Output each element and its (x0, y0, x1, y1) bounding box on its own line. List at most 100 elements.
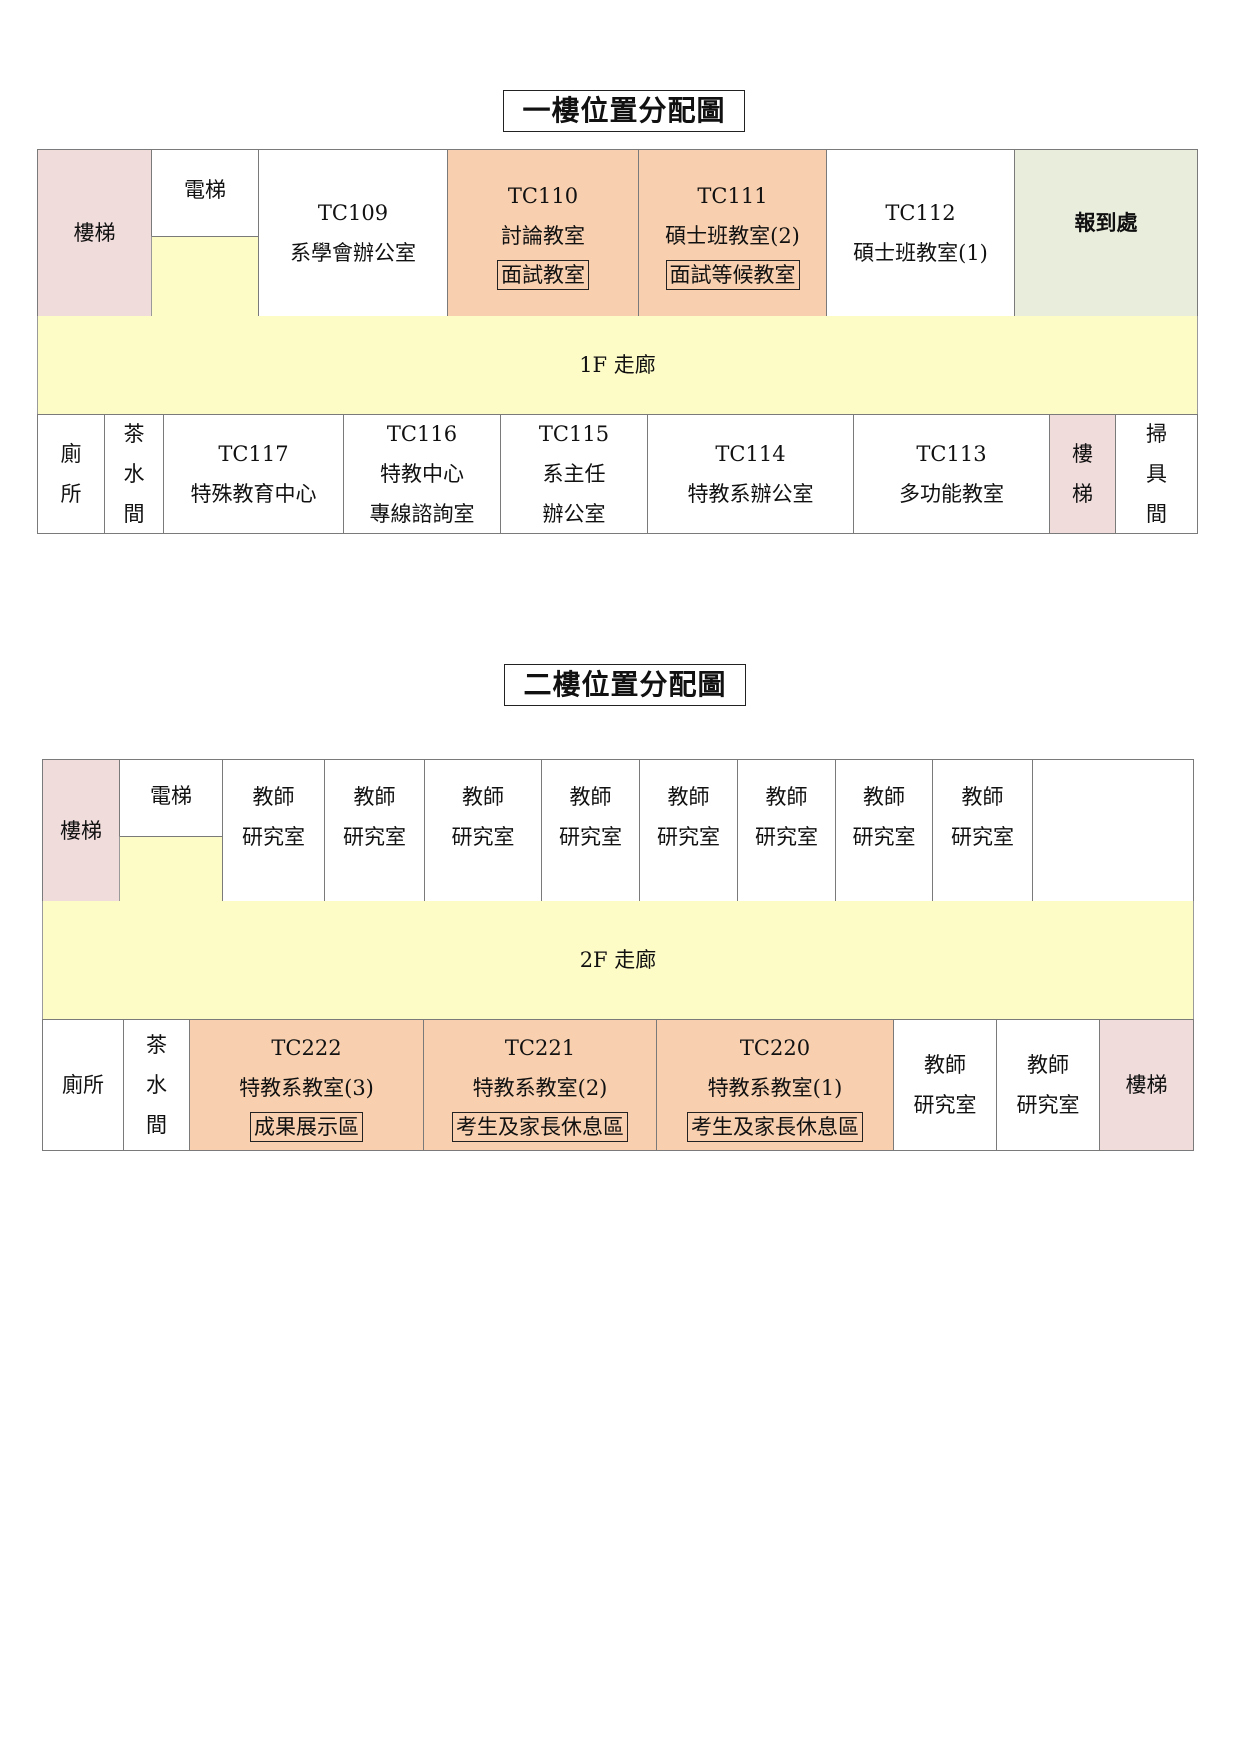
faculty-line2: 研究室 (451, 824, 515, 849)
room-tc113: TC113 多功能教室 (853, 414, 1050, 534)
room-name-line2: 專線諮詢室 (369, 502, 475, 526)
room-name: 特教系教室(1) (707, 1076, 843, 1100)
elevator-label: 電梯 (150, 784, 192, 808)
room-tc111: TC111 碩士班教室(2) 面試等候教室 (638, 149, 827, 317)
faculty-line1: 教師 (961, 784, 1004, 809)
tea-room-char: 水 (146, 1073, 167, 1097)
floor1-storage: 掃 具 間 (1115, 414, 1198, 534)
floor1-corridor: 1F 走廊 (37, 316, 1198, 415)
floor2-restroom: 廁所 (42, 1019, 124, 1151)
storage-char: 掃 (1146, 422, 1167, 446)
room-name: 多功能教室 (899, 482, 1004, 506)
faculty-line1: 教師 (462, 784, 504, 809)
faculty-line1: 教師 (353, 784, 396, 809)
faculty-office: 教師 研究室 (222, 759, 325, 902)
room-name-line2: 辦公室 (542, 502, 606, 526)
checkin-desk: 報到處 (1014, 149, 1198, 317)
faculty-office: 教師 研究室 (737, 759, 836, 902)
faculty-line2: 研究室 (1016, 1093, 1080, 1117)
room-tc114: TC114 特教系辦公室 (647, 414, 854, 534)
room-tc110: TC110 討論教室 面試教室 (447, 149, 639, 317)
floor1-stairs-right: 樓 梯 (1049, 414, 1116, 534)
stairs-label: 樓梯 (1125, 1073, 1168, 1097)
room-tc112: TC112 碩士班教室(1) (826, 149, 1015, 317)
faculty-office: 教師 研究室 (424, 759, 542, 902)
room-code: TC110 (507, 184, 579, 208)
restroom-char: 所 (60, 482, 82, 506)
tea-room-char: 間 (123, 502, 145, 526)
faculty-office: 教師 研究室 (835, 759, 933, 902)
faculty-line1: 教師 (1027, 1053, 1069, 1077)
room-note: 面試教室 (497, 260, 589, 290)
room-code: TC222 (271, 1036, 342, 1060)
faculty-office: 教師 研究室 (893, 1019, 997, 1151)
tea-room-char: 間 (146, 1113, 167, 1137)
faculty-line1: 教師 (924, 1053, 966, 1077)
tea-room-char: 茶 (146, 1033, 167, 1057)
faculty-line2: 研究室 (913, 1093, 977, 1117)
floor2-stairs-right: 樓梯 (1099, 1019, 1194, 1151)
faculty-line1: 教師 (667, 784, 710, 809)
room-name: 特教系教室(2) (472, 1076, 608, 1100)
room-name: 特教系教室(3) (239, 1076, 374, 1100)
room-name: 系學會辦公室 (290, 241, 416, 265)
room-code: TC116 (386, 422, 458, 446)
stairs-char: 樓 (1072, 442, 1093, 466)
room-code: TC112 (885, 201, 956, 225)
room-tc221: TC221 特教系教室(2) 考生及家長休息區 (423, 1019, 657, 1151)
faculty-line2: 研究室 (951, 824, 1014, 849)
tea-room-char: 茶 (123, 422, 145, 446)
floor2-empty-room (1032, 759, 1194, 902)
room-name: 碩士班教室(1) (853, 241, 988, 265)
faculty-office: 教師 研究室 (324, 759, 425, 902)
room-code: TC117 (218, 442, 289, 466)
faculty-line1: 教師 (765, 784, 808, 809)
floor1-elevator-lobby (151, 236, 259, 317)
storage-char: 間 (1146, 502, 1167, 526)
faculty-line2: 研究室 (559, 824, 622, 849)
floor1-elevator: 電梯 (151, 149, 259, 237)
floor2-corridor: 2F 走廊 (42, 901, 1194, 1020)
room-note: 面試等候教室 (665, 260, 800, 290)
room-tc220: TC220 特教系教室(1) 考生及家長休息區 (656, 1019, 894, 1151)
room-note: 考生及家長休息區 (452, 1112, 628, 1142)
room-name-line1: 系主任 (542, 462, 606, 486)
room-name-line1: 特教中心 (380, 462, 464, 486)
room-note: 成果展示區 (250, 1112, 363, 1142)
faculty-office: 教師 研究室 (541, 759, 640, 902)
restroom-char: 廁 (60, 442, 82, 466)
room-code: TC109 (317, 201, 389, 225)
room-tc109: TC109 系學會辦公室 (258, 149, 448, 317)
faculty-line2: 研究室 (343, 824, 406, 849)
floor1-tea-room: 茶 水 間 (104, 414, 164, 534)
room-name: 碩士班教室(2) (665, 224, 800, 248)
room-name: 討論教室 (501, 224, 585, 248)
stairs-label: 樓梯 (60, 818, 102, 843)
room-code: TC220 (739, 1036, 811, 1060)
checkin-label: 報到處 (1074, 211, 1138, 235)
faculty-line2: 研究室 (657, 824, 720, 849)
restroom-label: 廁所 (62, 1073, 104, 1097)
stairs-label: 樓梯 (73, 221, 116, 245)
room-tc115: TC115 系主任 辦公室 (500, 414, 648, 534)
floor1-restroom: 廁 所 (37, 414, 105, 534)
faculty-line1: 教師 (252, 784, 295, 809)
floor2-elevator: 電梯 (119, 759, 223, 837)
faculty-line1: 教師 (569, 784, 612, 809)
room-name: 特教系辦公室 (687, 482, 814, 506)
faculty-office: 教師 研究室 (639, 759, 738, 902)
faculty-line2: 研究室 (852, 824, 916, 849)
floor2-elevator-lobby (119, 836, 223, 902)
faculty-office: 教師 研究室 (932, 759, 1033, 902)
room-name: 特殊教育中心 (190, 482, 317, 506)
stairs-char: 梯 (1072, 482, 1093, 506)
room-code: TC113 (916, 442, 987, 466)
floor2-stairs-left: 樓梯 (42, 759, 120, 902)
floor1-title: 一樓位置分配圖 (503, 90, 745, 132)
room-code: TC111 (697, 184, 768, 208)
room-code: TC114 (715, 442, 786, 466)
room-code: TC115 (538, 422, 610, 446)
faculty-line1: 教師 (863, 784, 905, 809)
floor2-title: 二樓位置分配圖 (504, 664, 746, 706)
faculty-line2: 研究室 (242, 824, 305, 849)
